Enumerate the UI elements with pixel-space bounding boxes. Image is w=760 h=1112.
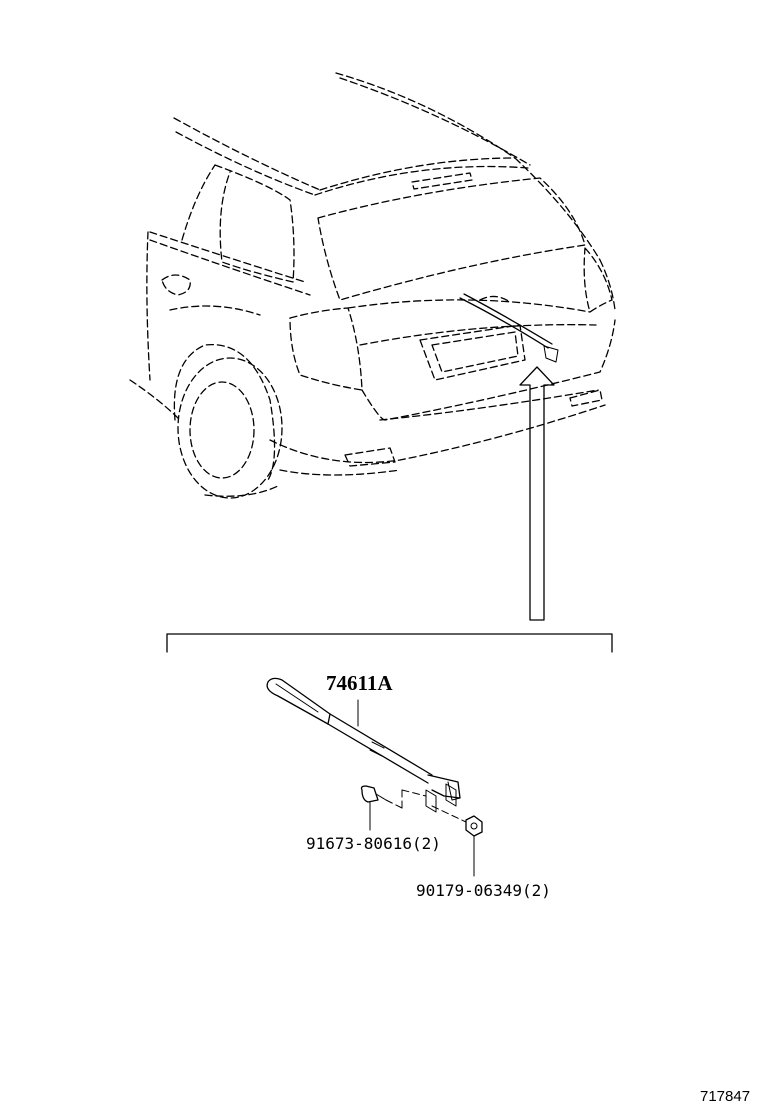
diagram-reference-number: 717847: [700, 1088, 750, 1105]
location-arrow: [519, 366, 555, 621]
leader-lines: [357, 699, 475, 877]
wiper-arm-drawing: [266, 677, 461, 813]
part-number-nut[interactable]: 90179-06349(2): [416, 881, 551, 900]
part-number-74611A[interactable]: 74611A: [326, 671, 393, 695]
detail-bracket: [166, 633, 613, 653]
bolt-drawing: [360, 785, 403, 809]
assembly-lines: [401, 789, 467, 823]
nut-drawing: [465, 815, 483, 837]
vehicle-illustration: [129, 72, 616, 499]
part-number-bolt[interactable]: 91673-80616(2): [306, 834, 441, 853]
